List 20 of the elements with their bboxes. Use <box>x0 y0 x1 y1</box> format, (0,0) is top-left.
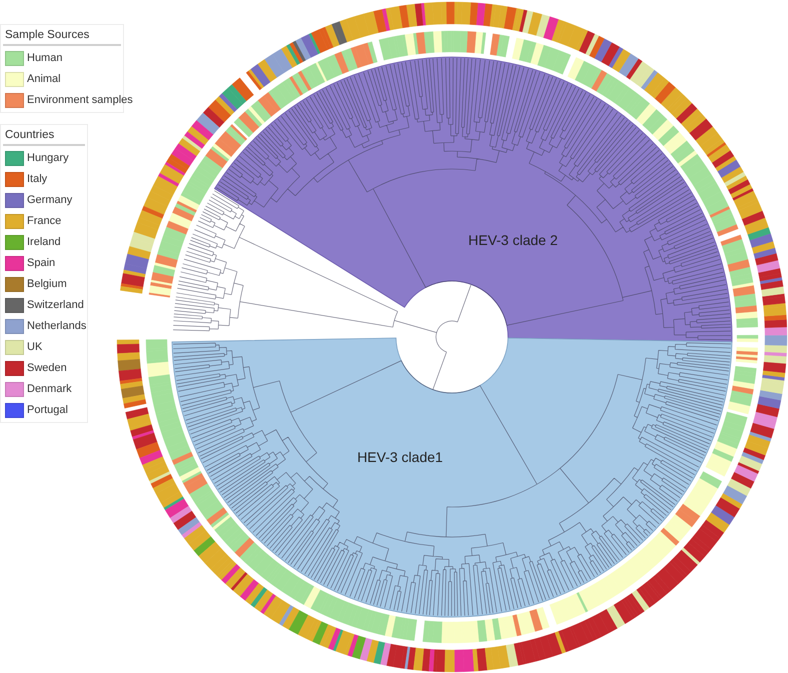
legend-title: Countries <box>5 128 54 142</box>
legend-label: Spain <box>27 256 56 271</box>
legend-label: Italy <box>27 172 48 187</box>
legend-label: Switzerland <box>27 298 84 313</box>
legend-label: Denmark <box>27 382 72 397</box>
clade-label: HEV-3 clade 2 <box>468 232 558 248</box>
legend-label: Portugal <box>27 403 68 418</box>
legend-label: Environment samples <box>27 93 133 108</box>
legend-label: Animal <box>27 72 61 87</box>
legend-label: France <box>27 214 62 229</box>
legend-label: Hungary <box>27 151 69 166</box>
legend-label: Sweden <box>27 361 67 376</box>
legend-label: Belgium <box>27 277 67 292</box>
legend-label: Germany <box>27 193 72 208</box>
legend-label: Human <box>27 51 62 66</box>
legend-title: Sample Sources <box>5 28 90 42</box>
legend-label: Netherlands <box>27 319 86 334</box>
legend-label: UK <box>27 340 42 355</box>
clade-label: HEV-3 clade1 <box>357 449 443 465</box>
legend-label: Ireland <box>27 235 61 250</box>
